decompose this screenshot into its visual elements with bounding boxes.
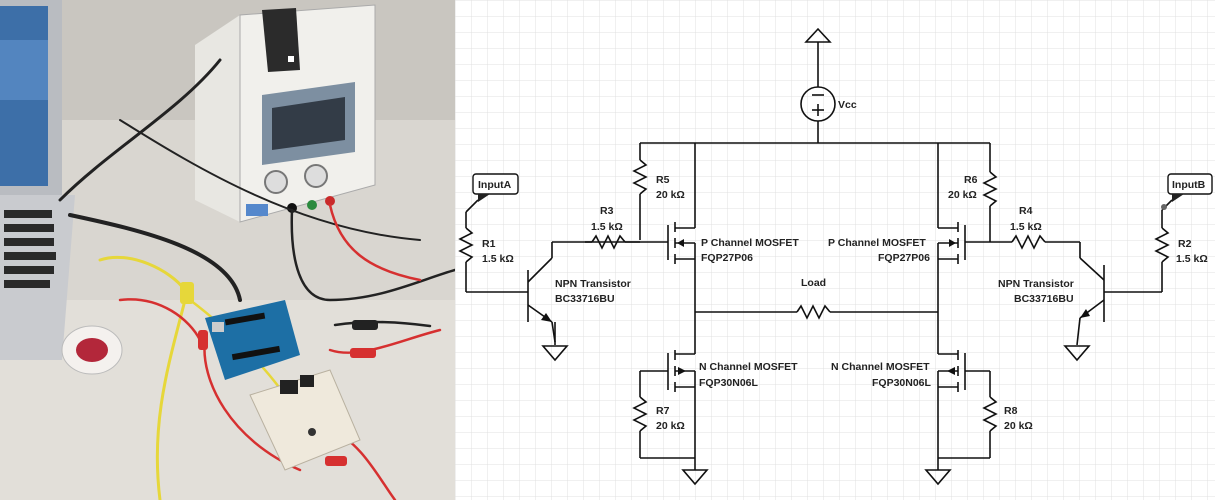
r2-value: 1.5 kΩ [1176, 253, 1208, 265]
r4-value: 1.5 kΩ [1010, 221, 1042, 233]
r6-name: R6 [964, 174, 978, 186]
npn-right-type: NPN Transistor [998, 278, 1074, 290]
alligator-clips [180, 282, 378, 466]
input-b-label: InputB [1172, 179, 1206, 191]
nmos-right-part: FQP30N06L [872, 377, 932, 389]
resistor-r6: R6 20 kΩ [948, 143, 998, 240]
npn-left-part: BC33716BU [555, 293, 615, 305]
r1-value: 1.5 kΩ [482, 253, 514, 265]
r4-name: R4 [1019, 205, 1033, 217]
r3-value: 1.5 kΩ [591, 221, 623, 233]
load-resistor: Load [695, 277, 938, 320]
resistor-r8: R8 20 kΩ [938, 371, 1033, 459]
n-mosfet-right: N Channel MOSFET FQP30N06L [831, 312, 990, 458]
r5-name: R5 [656, 174, 670, 186]
n-mosfet-left: N Channel MOSFET FQP30N06L [640, 312, 798, 458]
r7-value: 20 kΩ [656, 420, 685, 432]
r5-value: 20 kΩ [656, 189, 685, 201]
npn-transistor-left: NPN Transistor BC33716BU [527, 241, 640, 362]
vcc-source: Vcc [800, 27, 857, 143]
npn-left-type: NPN Transistor [555, 278, 631, 290]
r1-name: R1 [482, 238, 496, 250]
h-bridge-schematic: Vcc R5 20 kΩ R6 20 kΩ InputA R1 1.5 kΩ [455, 0, 1215, 500]
r7-name: R7 [656, 405, 670, 417]
breadboard [249, 369, 361, 471]
p-mosfet-left: P Channel MOSFET FQP27P06 [667, 222, 799, 312]
load-label: Load [801, 277, 826, 289]
r3-name: R3 [600, 205, 614, 217]
nmos-left-type: N Channel MOSFET [699, 361, 798, 373]
vcc-label: Vcc [838, 99, 857, 111]
ground-symbols [681, 458, 952, 486]
npn-right-part: BC33716BU [1014, 293, 1074, 305]
pmos-left-part: FQP27P06 [701, 252, 753, 264]
resistor-r1: R1 1.5 kΩ [458, 212, 528, 293]
bench-power-supply [195, 4, 376, 223]
npn-transistor-right: NPN Transistor BC33716BU [998, 242, 1162, 362]
resistor-r7: R7 20 kΩ [632, 371, 695, 459]
nmos-right-type: N Channel MOSFET [831, 361, 930, 373]
pmos-right-part: FQP27P06 [878, 252, 930, 264]
r2-name: R2 [1178, 238, 1192, 250]
input-a: InputA [465, 173, 519, 213]
resistor-r5: R5 20 kΩ [632, 143, 685, 240]
laptop [0, 0, 75, 360]
pmos-left-type: P Channel MOSFET [701, 237, 799, 249]
input-a-label: InputA [478, 179, 512, 191]
resistor-r3: R3 1.5 kΩ [585, 205, 668, 250]
lab-bench-photo [0, 0, 455, 500]
resistor-r4: R4 1.5 kΩ [965, 205, 1080, 250]
r8-name: R8 [1004, 405, 1018, 417]
r6-value: 20 kΩ [948, 189, 977, 201]
arduino-board [205, 300, 300, 380]
input-b: InputB [1161, 173, 1213, 211]
p-mosfet-right: P Channel MOSFET FQP27P06 [828, 222, 966, 312]
nmos-left-part: FQP30N06L [699, 377, 759, 389]
sample-dish [61, 325, 123, 375]
pmos-right-type: P Channel MOSFET [828, 237, 926, 249]
r8-value: 20 kΩ [1004, 420, 1033, 432]
resistor-r2: R2 1.5 kΩ [1154, 210, 1208, 292]
